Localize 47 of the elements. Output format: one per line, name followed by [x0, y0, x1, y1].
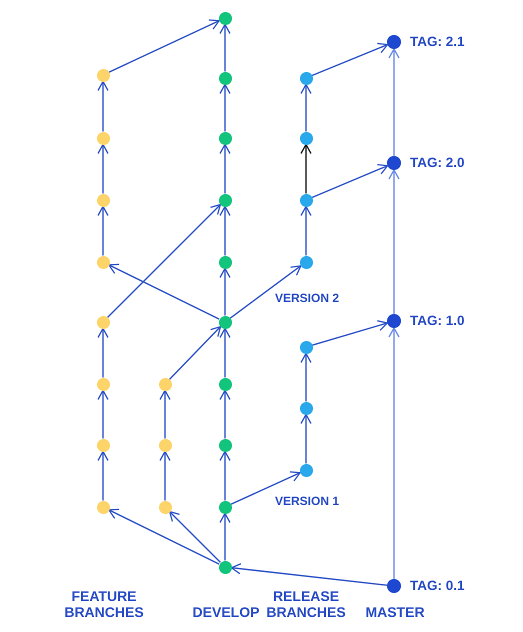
arrow	[108, 508, 220, 565]
arrow	[97, 328, 109, 378]
arrow	[108, 264, 220, 320]
arrow	[219, 206, 231, 256]
arrow	[107, 204, 222, 318]
arrow	[300, 144, 312, 194]
version-label: VERSION 1	[275, 494, 340, 508]
arrow	[388, 327, 400, 579]
arrow	[312, 164, 388, 198]
arrow	[219, 84, 231, 132]
arrow	[312, 320, 388, 346]
arrow	[388, 169, 400, 314]
arrow	[97, 390, 109, 438]
arrow	[97, 450, 109, 500]
arrow	[169, 326, 222, 380]
tag-label: TAG: 2.1	[410, 34, 465, 50]
column-label: RELEASE BRANCHES	[265, 588, 347, 620]
arrow	[159, 450, 171, 500]
arrow	[219, 328, 231, 378]
arrow	[97, 206, 109, 256]
arrow	[159, 390, 171, 438]
arrow	[300, 414, 312, 464]
arrow	[388, 48, 400, 156]
arrow	[219, 144, 231, 194]
arrow	[219, 390, 231, 438]
tag-label: TAG: 0.1	[410, 578, 465, 594]
arrow	[300, 352, 312, 402]
arrow	[219, 24, 231, 72]
arrow	[230, 471, 301, 505]
tag-label: TAG: 2.0	[410, 155, 465, 171]
arrow	[300, 206, 312, 256]
arrow	[219, 512, 231, 560]
arrow	[97, 144, 109, 194]
arrow	[300, 84, 312, 132]
arrow	[108, 19, 220, 73]
arrow	[168, 510, 221, 563]
column-label: FEATURE BRANCHES	[63, 588, 145, 620]
arrow	[97, 80, 109, 132]
version-label: VERSION 2	[275, 291, 340, 305]
arrow	[219, 268, 231, 316]
arrow	[219, 450, 231, 500]
column-label: MASTER	[364, 604, 426, 620]
column-label: DEVELOP	[192, 604, 260, 620]
arrow	[230, 563, 388, 586]
arrow	[230, 265, 302, 319]
tag-label: TAG: 1.0	[410, 313, 465, 329]
arrow	[312, 42, 388, 76]
